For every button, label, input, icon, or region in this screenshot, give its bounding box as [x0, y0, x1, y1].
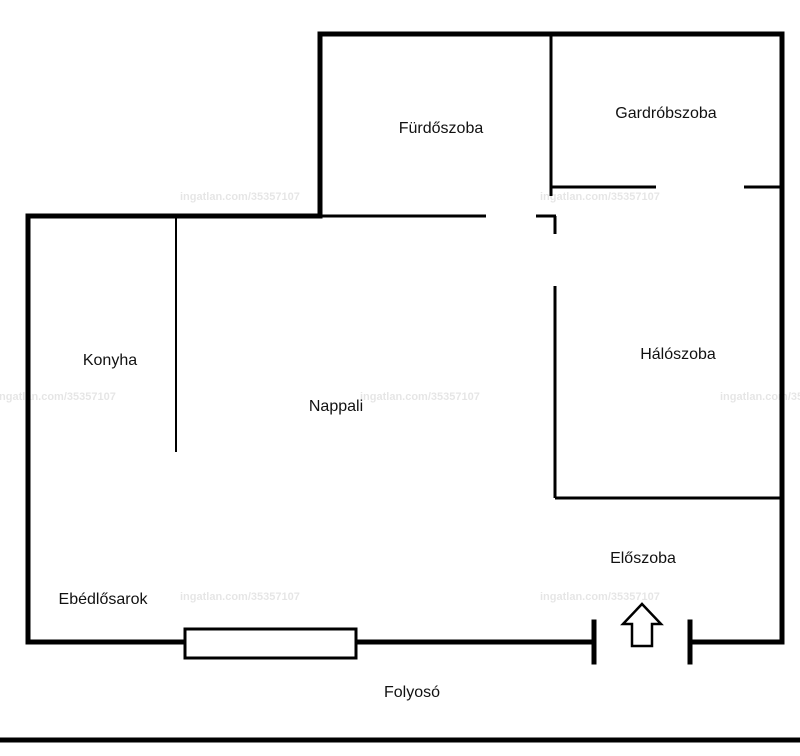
up-arrow-icon	[620, 602, 664, 648]
room-label-ebedlosarok: Ebédlősarok	[59, 591, 149, 608]
inner-walls	[175, 36, 782, 500]
room-label-folyoso: Folyosó	[384, 684, 440, 701]
watermark-group: ingatlan.com/35357107 ingatlan.com/35357…	[0, 191, 800, 603]
watermark: ingatlan.com/35357107	[180, 591, 300, 603]
watermark: ingatlan.com/35357107	[360, 391, 480, 403]
room-label-gardrobszoba: Gardróbszoba	[615, 105, 716, 122]
watermark: ingatlan.com/35357107	[180, 191, 300, 203]
room-label-eloszoba: Előszoba	[610, 550, 676, 567]
watermark: ingatlan.com/35357107	[0, 391, 116, 403]
room-label-konyha: Konyha	[83, 352, 137, 369]
watermark: ingatlan.com/35357107	[540, 591, 660, 603]
room-label-nappali: Nappali	[309, 398, 363, 415]
window-rect	[183, 627, 358, 660]
outer-walls	[0, 31, 800, 743]
room-label-haloszoba: Hálószoba	[640, 346, 716, 363]
watermark: ingatlan.com/35357107	[720, 391, 800, 403]
room-label-furdoszoba: Fürdőszoba	[399, 120, 484, 137]
watermark: ingatlan.com/35357107	[540, 191, 660, 203]
